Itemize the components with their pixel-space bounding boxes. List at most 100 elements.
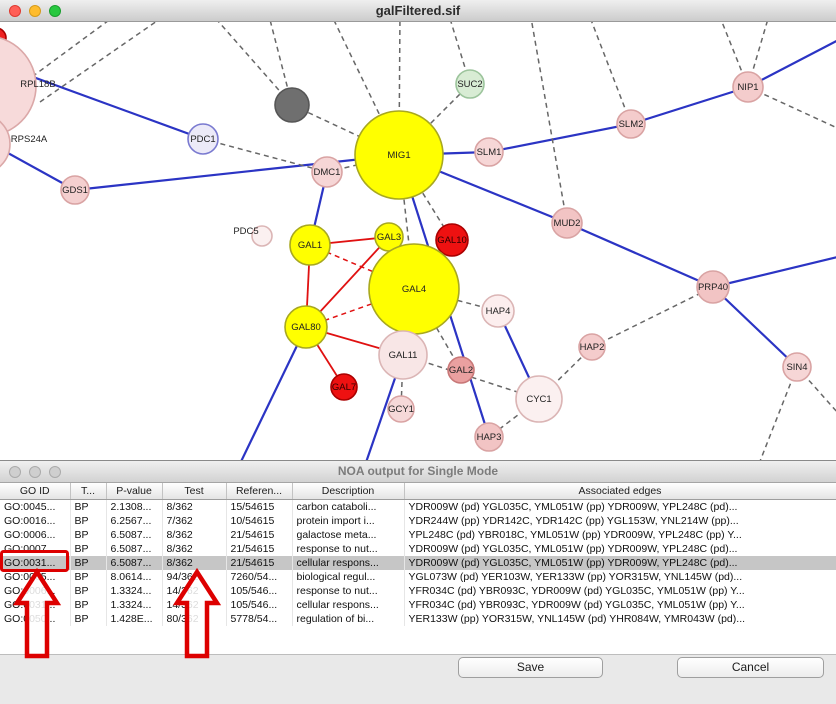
table-cell[interactable]: GO:0065...	[0, 569, 71, 584]
table-cell[interactable]: 8/362	[162, 527, 227, 542]
cancel-button[interactable]: Cancel	[677, 657, 824, 678]
table-cell[interactable]: 21/54615	[226, 527, 293, 542]
table-cell[interactable]: 14/362	[162, 583, 227, 598]
network-node-DMC1[interactable]	[311, 156, 343, 188]
network-edge[interactable]	[402, 354, 540, 400]
network-node-SLM1[interactable]	[474, 137, 504, 167]
network-edge[interactable]	[488, 122, 632, 154]
table-cell[interactable]: YGL073W (pd) YER103W, YER133W (pp) YOR31…	[404, 569, 836, 584]
network-node-MIG1[interactable]	[354, 110, 444, 200]
network-node-MUD2[interactable]	[551, 207, 583, 239]
table-cell[interactable]: 15/54615	[226, 499, 293, 514]
table-cell[interactable]: 1.3324...	[106, 597, 163, 612]
table-cell[interactable]: YFR034C (pd) YBR093C, YDR009W (pd) YGL03…	[404, 583, 836, 598]
column-header[interactable]: T...	[70, 483, 107, 500]
table-cell[interactable]: 10/54615	[226, 513, 293, 528]
network-edge[interactable]	[202, 138, 328, 173]
network-node-RPS24A[interactable]	[0, 114, 11, 174]
network-node-HAP2[interactable]	[578, 333, 606, 361]
network-edge[interactable]	[291, 104, 400, 156]
network-edge[interactable]	[530, 22, 568, 224]
table-cell[interactable]: YFR034C (pd) YBR093C, YDR009W (pd) YGL03…	[404, 597, 836, 612]
network-node-PRP40[interactable]	[696, 270, 730, 304]
table-cell[interactable]: YPL248C (pd) YBR018C, YML051W (pp) YDR00…	[404, 527, 836, 542]
table-cell[interactable]: 6.2567...	[106, 513, 163, 528]
network-edge[interactable]	[39, 22, 170, 103]
network-edge[interactable]	[268, 22, 293, 106]
table-cell[interactable]: 8/362	[162, 555, 227, 570]
table-cell[interactable]: BP	[70, 499, 107, 514]
table-cell[interactable]: GO:0050...	[0, 611, 71, 626]
minimize-button[interactable]	[29, 5, 41, 17]
table-cell[interactable]: BP	[70, 597, 107, 612]
table-cell[interactable]: BP	[70, 527, 107, 542]
save-button[interactable]: Save	[458, 657, 603, 678]
network-node-GAL11[interactable]	[378, 330, 428, 380]
close-button[interactable]	[9, 5, 21, 17]
table-cell[interactable]: GO:0031...	[0, 597, 71, 612]
table-cell[interactable]: 6.5087...	[106, 555, 163, 570]
network-node-NIP1[interactable]	[732, 71, 764, 103]
table-cell[interactable]: GO:0045...	[0, 499, 71, 514]
network-node-GAL7[interactable]	[330, 373, 358, 401]
network-node-HAP4[interactable]	[481, 294, 515, 328]
table-cell[interactable]: BP	[70, 555, 107, 570]
close-button[interactable]	[9, 466, 21, 478]
table-cell[interactable]: BP	[70, 513, 107, 528]
network-node-GDS1[interactable]	[60, 175, 90, 205]
network-edge[interactable]	[630, 85, 749, 126]
network-node-SIN4[interactable]	[782, 352, 812, 382]
network-node-PDC1[interactable]	[187, 123, 219, 155]
network-edge[interactable]	[74, 153, 400, 192]
table-cell[interactable]: YDR244W (pp) YDR142C, YDR142C (pp) YGL15…	[404, 513, 836, 528]
network-edge[interactable]	[712, 255, 836, 289]
network-edge[interactable]	[413, 288, 462, 371]
column-header[interactable]: Associated edges	[404, 483, 836, 500]
network-node-PDC5[interactable]	[251, 225, 273, 247]
network-node-GAL10[interactable]	[435, 223, 469, 257]
table-cell[interactable]: 5778/54...	[226, 611, 293, 626]
table-cell[interactable]: GO:0007...	[0, 541, 71, 556]
network-node-GAL80[interactable]	[284, 305, 328, 349]
table-cell[interactable]: YDR009W (pd) YGL035C, YML051W (pp) YDR00…	[404, 555, 836, 570]
table-cell[interactable]: response to nut...	[292, 541, 405, 556]
table-cell[interactable]: cellular respons...	[292, 555, 405, 570]
network-node-unlabeled[interactable]	[274, 87, 310, 123]
table-cell[interactable]: regulation of bi...	[292, 611, 405, 626]
column-header[interactable]: GO ID	[0, 483, 71, 500]
network-edge[interactable]	[24, 22, 120, 83]
network-node-RPL18B[interactable]	[0, 36, 37, 136]
network-edge[interactable]	[235, 326, 307, 460]
network-edge[interactable]	[398, 83, 471, 156]
network-window-titlebar[interactable]: galFiltered.sif	[0, 0, 836, 22]
table-cell[interactable]: 1.3324...	[106, 583, 163, 598]
table-cell[interactable]: galactose meta...	[292, 527, 405, 542]
table-cell[interactable]: 6.5087...	[106, 527, 163, 542]
network-node-GCY1[interactable]	[387, 395, 415, 423]
network-node-SUC2[interactable]	[455, 69, 485, 99]
column-header[interactable]: Description	[292, 483, 405, 500]
table-cell[interactable]: BP	[70, 569, 107, 584]
table-cell[interactable]: GO:0016...	[0, 513, 71, 528]
network-edge[interactable]	[755, 366, 798, 460]
table-cell[interactable]: cellular respons...	[292, 597, 405, 612]
table-cell[interactable]: 21/54615	[226, 555, 293, 570]
table-cell[interactable]: response to nut...	[292, 583, 405, 598]
minimize-button[interactable]	[29, 466, 41, 478]
column-header[interactable]: P-value	[106, 483, 163, 500]
table-cell[interactable]: YER133W (pp) YOR315W, YNL145W (pd) YHR08…	[404, 611, 836, 626]
column-header[interactable]: Test	[162, 483, 227, 500]
table-cell[interactable]: 8/362	[162, 499, 227, 514]
table-cell[interactable]: protein import i...	[292, 513, 405, 528]
zoom-button[interactable]	[49, 5, 61, 17]
network-node-GAL2[interactable]	[447, 356, 475, 384]
network-node-SLM2[interactable]	[616, 109, 646, 139]
